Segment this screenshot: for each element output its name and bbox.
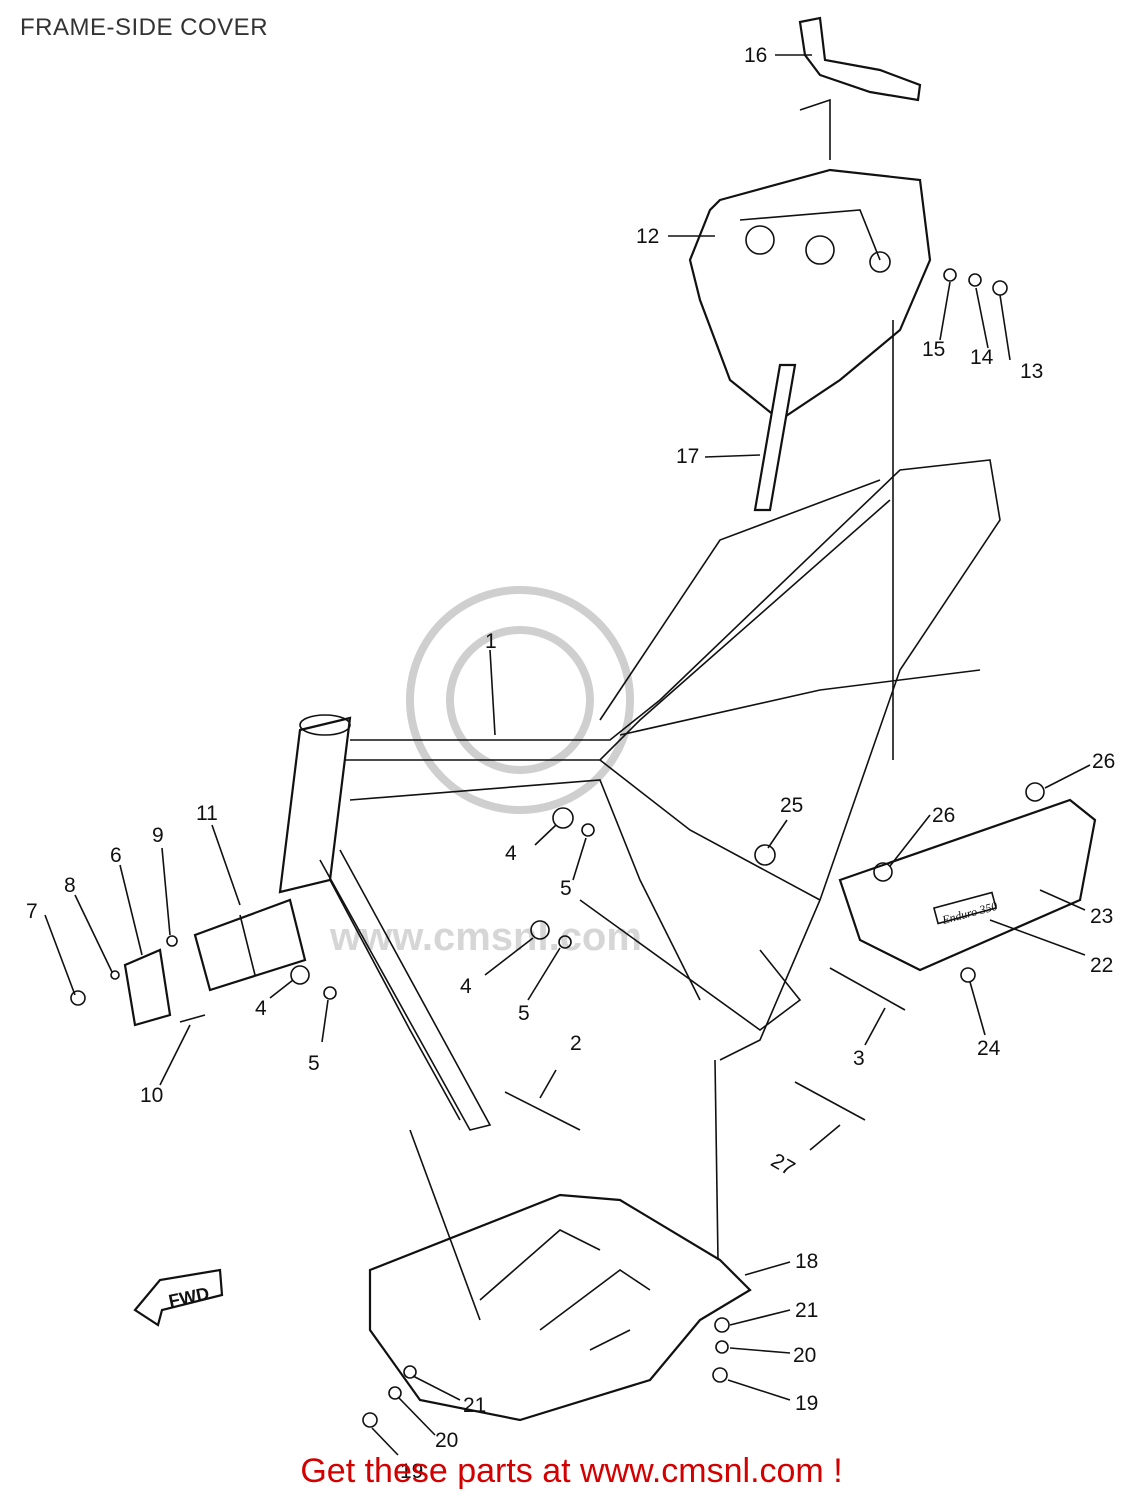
rear-fender bbox=[688, 98, 932, 422]
label-3: 3 bbox=[853, 1047, 865, 1070]
frame bbox=[278, 459, 1001, 1131]
battery-box bbox=[193, 898, 307, 992]
label-21b: 21 bbox=[463, 1394, 486, 1417]
leader-lines bbox=[44, 54, 1091, 1456]
label-17: 17 bbox=[676, 445, 699, 468]
cover-plate bbox=[123, 948, 172, 1027]
label-16: 16 bbox=[744, 44, 767, 67]
label-2: 2 bbox=[570, 1032, 582, 1055]
fwd-arrow: FWD bbox=[133, 1268, 224, 1327]
label-11: 11 bbox=[196, 802, 218, 825]
label-26a: 26 bbox=[1092, 750, 1115, 773]
page-title: FRAME-SIDE COVER bbox=[20, 14, 269, 41]
hardware bbox=[70, 268, 1045, 1428]
label-26b: 26 bbox=[932, 804, 955, 827]
label-4c: 4 bbox=[460, 975, 472, 998]
label-18: 18 bbox=[795, 1250, 818, 1273]
bracket bbox=[798, 16, 922, 102]
watermark-text: www.cmsnl.com bbox=[329, 915, 642, 959]
skid-plate bbox=[368, 1193, 752, 1422]
label-20a: 20 bbox=[793, 1344, 816, 1367]
watermark-logo: www.cmsnl.com bbox=[329, 586, 642, 959]
label-5b: 5 bbox=[560, 877, 572, 900]
breather-hose bbox=[753, 363, 797, 512]
label-13: 13 bbox=[1020, 360, 1043, 383]
label-1: 1 bbox=[485, 630, 497, 653]
label-14: 14 bbox=[970, 346, 994, 369]
label-5a: 5 bbox=[308, 1052, 320, 1075]
label-15: 15 bbox=[922, 338, 945, 361]
label-19a: 19 bbox=[795, 1392, 818, 1415]
label-24: 24 bbox=[977, 1037, 1001, 1060]
label-8: 8 bbox=[64, 874, 76, 897]
side-cover: Enduro 350 bbox=[838, 798, 1097, 972]
label-12: 12 bbox=[636, 225, 659, 248]
label-7: 7 bbox=[26, 900, 38, 923]
label-4a: 4 bbox=[255, 997, 267, 1020]
label-23: 23 bbox=[1090, 905, 1113, 928]
label-19b: 19 bbox=[400, 1460, 423, 1483]
label-5c: 5 bbox=[518, 1002, 530, 1025]
label-25: 25 bbox=[780, 794, 803, 817]
label-22: 22 bbox=[1090, 954, 1113, 977]
footer-link[interactable]: Get these parts at www.cmsnl.com ! bbox=[300, 1452, 843, 1490]
label-20b: 20 bbox=[435, 1429, 458, 1452]
label-6: 6 bbox=[110, 844, 122, 867]
label-9: 9 bbox=[152, 824, 164, 847]
label-27: 27 bbox=[767, 1149, 799, 1181]
label-21a: 21 bbox=[795, 1299, 818, 1322]
label-4b: 4 bbox=[505, 842, 517, 865]
label-10: 10 bbox=[140, 1084, 163, 1107]
